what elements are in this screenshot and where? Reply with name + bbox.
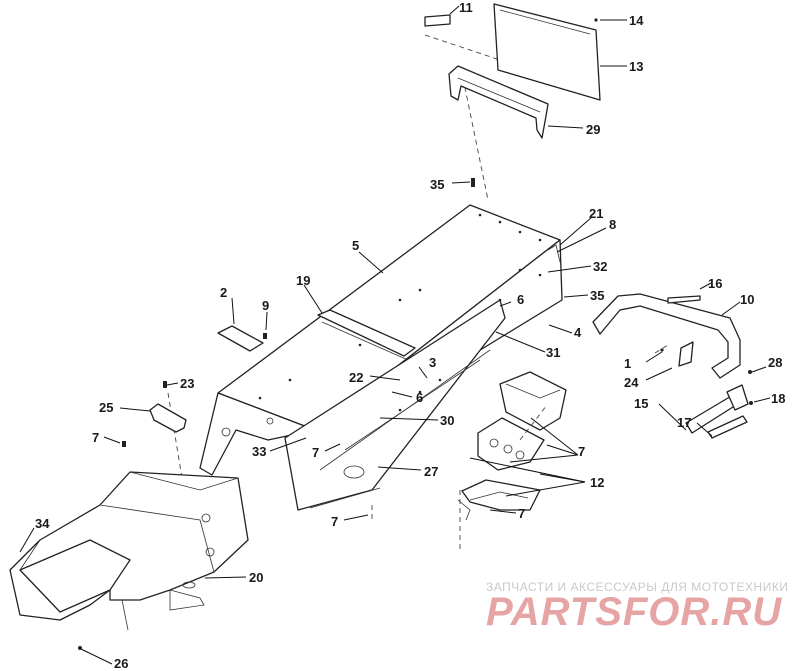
label-10: 10 (740, 292, 754, 307)
part-20-seat-base (9, 436, 249, 665)
label-15: 15 (634, 396, 648, 411)
label-9: 9 (262, 298, 269, 313)
label-17: 17 (677, 415, 691, 430)
part-2-plate (217, 297, 264, 352)
label-27: 27 (424, 464, 438, 479)
label-35-top: 35 (430, 177, 444, 192)
label-25: 25 (99, 400, 113, 415)
label-32: 32 (593, 259, 607, 274)
part-5-main-frame (199, 204, 563, 511)
label-7-frame: 7 (312, 445, 319, 460)
part-29-bracket (448, 65, 584, 139)
part-1-plate (645, 341, 694, 381)
label-22: 22 (349, 370, 363, 385)
part-15-grip (658, 366, 771, 439)
label-18: 18 (771, 391, 785, 406)
watermark-logo: PARTSFOR.RU (486, 590, 783, 634)
label-5: 5 (352, 238, 359, 253)
label-20: 20 (249, 570, 263, 585)
label-11: 11 (459, 0, 473, 15)
label-4: 4 (574, 325, 582, 340)
label-12: 12 (590, 475, 604, 490)
label-7-left: 7 (92, 430, 99, 445)
label-19: 19 (296, 273, 310, 288)
watermark-tagline: ЗАПЧАСТИ И АКСЕССУАРЫ ДЛЯ МОТОТЕХНИКИ (486, 580, 789, 594)
label-8: 8 (609, 217, 616, 232)
label-35-right: 35 (590, 288, 604, 303)
label-21: 21 (589, 206, 603, 221)
label-16: 16 (708, 276, 722, 291)
label-3: 3 (429, 355, 436, 370)
part-9-screw (263, 311, 268, 339)
label-29: 29 (586, 122, 600, 137)
label-23: 23 (180, 376, 194, 391)
leader-lines (269, 216, 607, 521)
label-33: 33 (252, 444, 266, 459)
label-24: 24 (624, 375, 639, 390)
part-11-plate (424, 5, 460, 27)
part-12-brackets (457, 371, 586, 521)
label-14: 14 (629, 13, 644, 28)
part-35-bolt-top (451, 178, 475, 187)
label-26: 26 (114, 656, 128, 671)
part-10-handle (592, 282, 741, 379)
label-7-lower-right: 7 (518, 506, 525, 521)
label-31: 31 (546, 345, 560, 360)
label-7-brackets: 7 (578, 444, 585, 459)
label-28: 28 (768, 355, 782, 370)
label-1: 1 (624, 356, 631, 371)
part-13-panel (493, 3, 627, 101)
label-34: 34 (35, 516, 50, 531)
label-2: 2 (220, 285, 227, 300)
part-labels: 11 14 13 29 35 21 8 5 32 19 16 2 35 6 10… (35, 0, 785, 671)
label-13: 13 (629, 59, 643, 74)
assembly-center-lines (167, 34, 669, 550)
label-7-bottom: 7 (331, 514, 338, 529)
label-30: 30 (440, 413, 454, 428)
label-6-lower: 6 (416, 390, 423, 405)
label-6-upper: 6 (517, 292, 524, 307)
part-25-bracket (119, 381, 187, 433)
